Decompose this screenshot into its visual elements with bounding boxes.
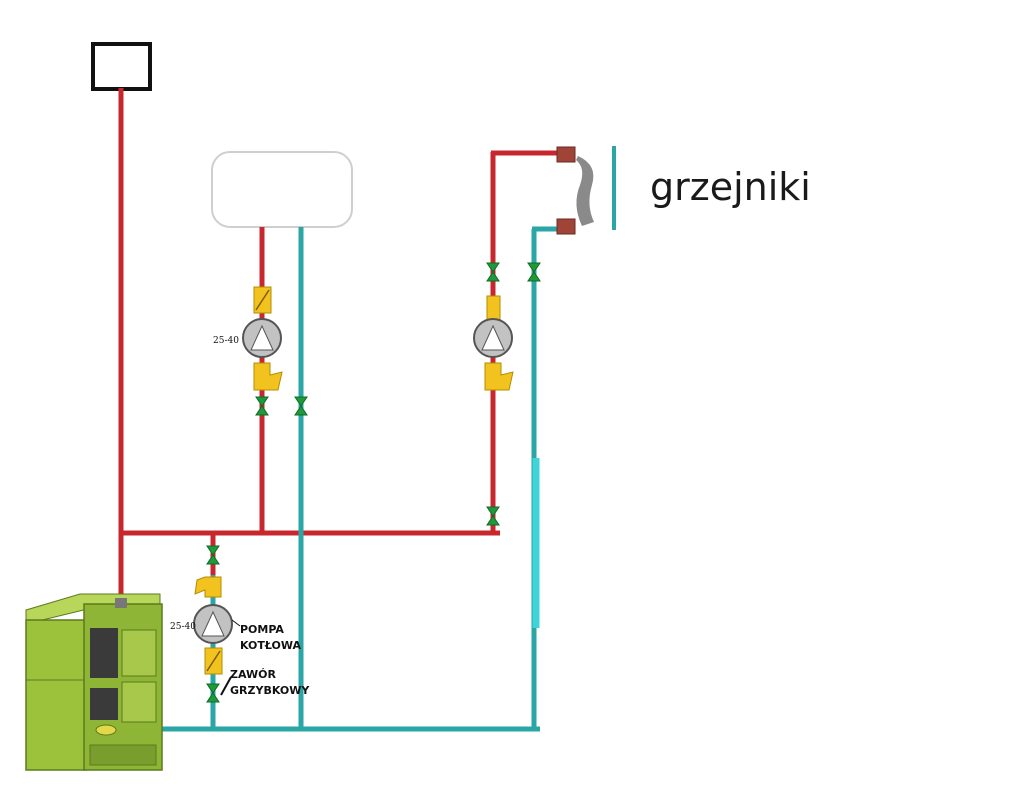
radiator	[556, 146, 616, 235]
mushroom-valve-label-2: GRZYBKOWY	[230, 684, 310, 697]
expansion-vessel	[91, 42, 152, 91]
radiator-strainer	[484, 362, 514, 391]
mushroom-valve-label-1: ZAWÓR	[230, 668, 276, 681]
valve-boiler-bottom	[206, 683, 220, 703]
valve-tank-return	[294, 396, 308, 416]
radiator-pump	[473, 318, 513, 358]
buffer-tank	[211, 151, 353, 228]
boiler-pump-label-2: KOTŁOWA	[240, 639, 302, 652]
valve-radiator-return	[527, 262, 541, 282]
boiler	[25, 593, 163, 771]
y-strainers	[194, 362, 514, 598]
return-pipes	[160, 226, 558, 732]
valve-tank-supply	[255, 396, 269, 416]
boiler-strainer	[194, 576, 222, 598]
tank-pump	[242, 318, 282, 358]
tank-strainer	[253, 362, 283, 391]
valves	[206, 262, 541, 703]
boiler-pump-model: 25-40	[170, 622, 196, 632]
tank-pump-model: 25-40	[213, 336, 239, 346]
valve-boiler-top	[206, 545, 220, 565]
mushroom-valve-leader	[220, 676, 232, 696]
boiler-pump	[193, 604, 233, 644]
filters	[204, 286, 501, 675]
boiler-pump-leader	[231, 619, 241, 627]
radiators-label: grzejniki	[650, 165, 811, 209]
valve-radiator-supply-top	[486, 262, 500, 282]
valve-radiator-supply-bottom	[486, 506, 500, 526]
boiler-pump-label-1: POMPA	[240, 623, 284, 636]
radiator-filter-top	[486, 295, 501, 321]
